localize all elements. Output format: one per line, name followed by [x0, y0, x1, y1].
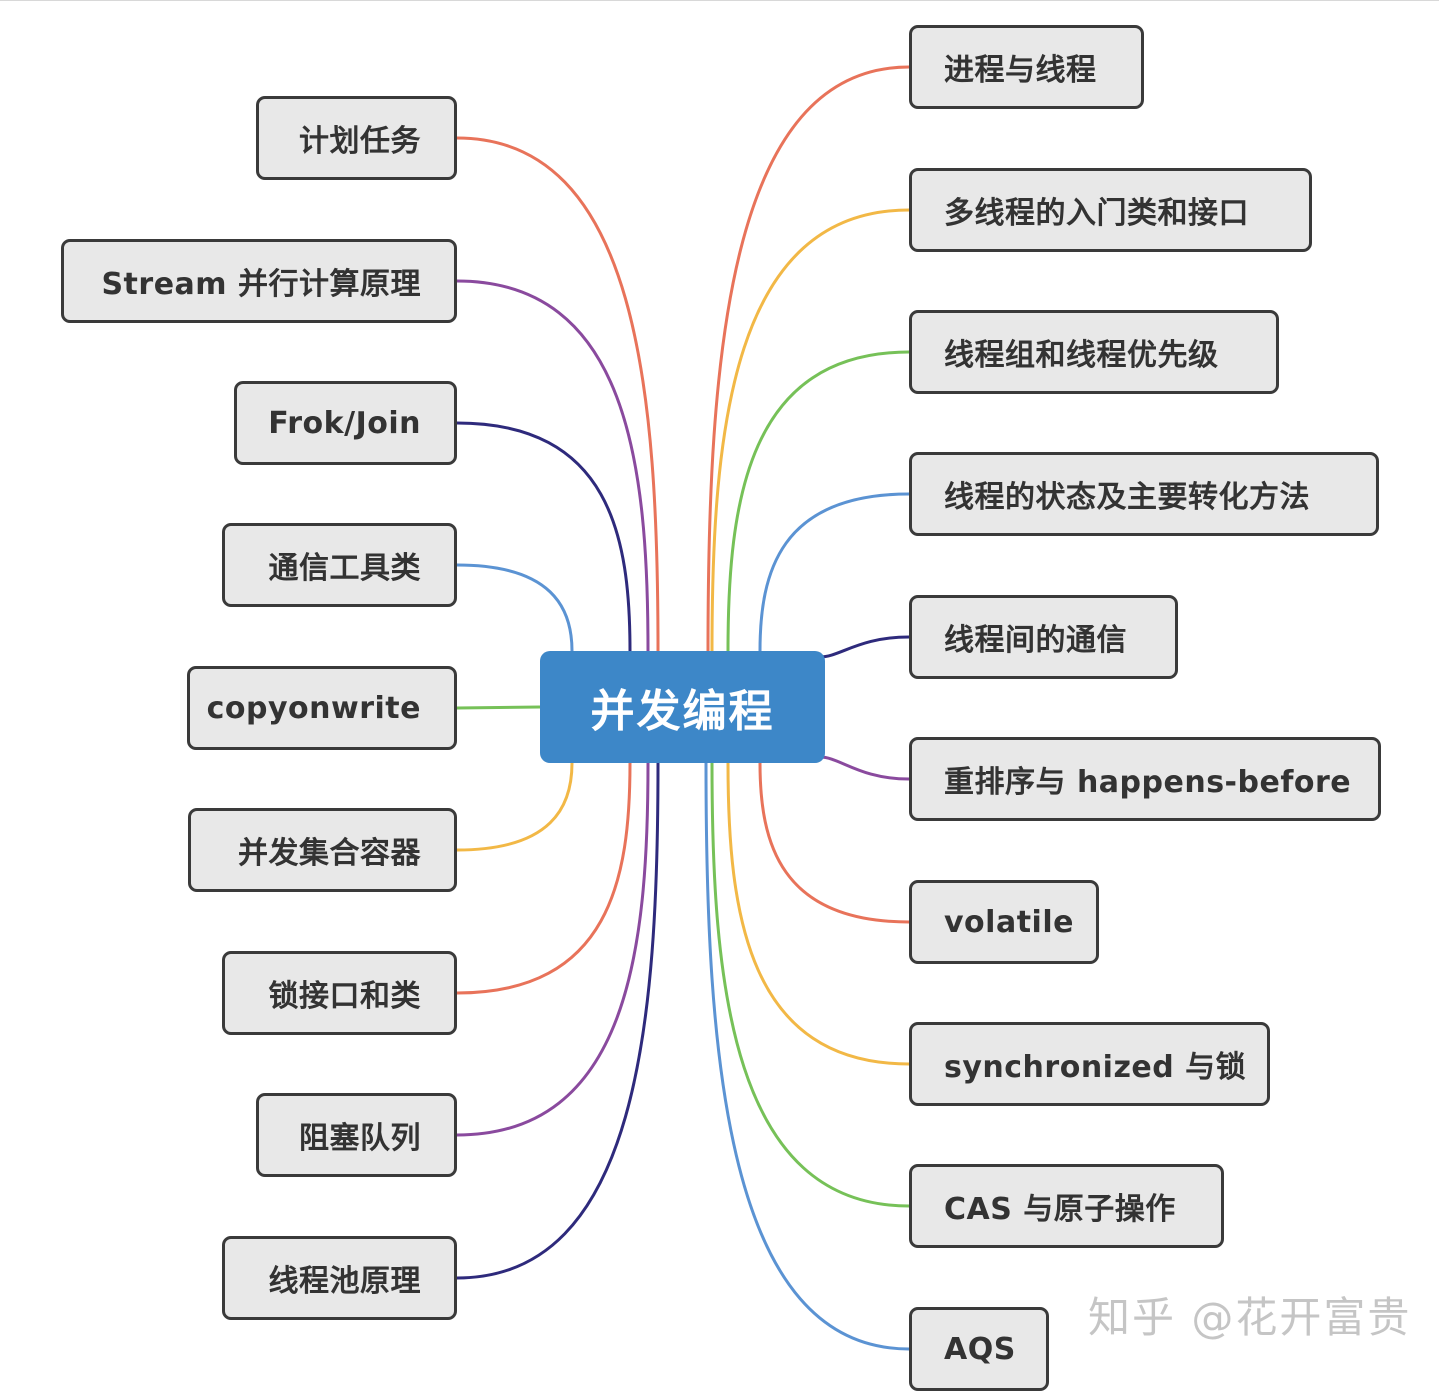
left-node-4[interactable]: 通信工具类 — [222, 523, 457, 607]
right-node-9-label: CAS 与原子操作 — [944, 1192, 1176, 1227]
left-node-3-label: Frok/Join — [268, 405, 421, 441]
left-node-6-label: 并发集合容器 — [238, 836, 421, 871]
left-node-2[interactable]: Stream 并行计算原理 — [61, 239, 457, 323]
right-node-1-label: 进程与线程 — [944, 53, 1097, 88]
left-node-9[interactable]: 线程池原理 — [222, 1236, 457, 1320]
right-connector-7 — [758, 762, 910, 924]
right-connector-3 — [726, 350, 910, 652]
left-node-3[interactable]: Frok/Join — [234, 381, 457, 465]
right-connector-4 — [758, 492, 910, 652]
left-node-4-label: 通信工具类 — [268, 551, 421, 586]
right-node-3-label: 线程组和线程优先级 — [944, 338, 1219, 373]
right-connector-2 — [710, 208, 910, 652]
right-node-5-label: 线程间的通信 — [944, 623, 1127, 658]
watermark: 知乎 @花开富贵 — [1088, 1293, 1412, 1342]
right-connector-9 — [710, 762, 910, 1208]
left-connector-7 — [456, 762, 632, 995]
left-node-6[interactable]: 并发集合容器 — [188, 808, 457, 892]
left-connector-2 — [456, 279, 650, 652]
right-node-5[interactable]: 线程间的通信 — [909, 595, 1178, 679]
left-node-9-label: 线程池原理 — [268, 1264, 421, 1299]
left-node-1-label: 计划任务 — [299, 124, 421, 159]
left-node-2-label: Stream 并行计算原理 — [101, 267, 421, 302]
right-connector-8 — [726, 762, 910, 1066]
left-connector-8 — [456, 762, 650, 1137]
right-node-6-label: 重排序与 happens-before — [944, 765, 1352, 800]
left-node-8-label: 阻塞队列 — [299, 1121, 421, 1156]
top-divider — [0, 0, 1439, 1]
right-connector-5 — [819, 635, 910, 659]
left-node-8[interactable]: 阻塞队列 — [256, 1093, 457, 1177]
right-node-8-label: synchronized 与锁 — [944, 1050, 1247, 1085]
left-node-7[interactable]: 锁接口和类 — [222, 951, 457, 1035]
right-connector-10 — [704, 762, 910, 1351]
right-node-8[interactable]: synchronized 与锁 — [909, 1022, 1270, 1106]
left-connector-4 — [456, 563, 574, 652]
right-node-4-label: 线程的状态及主要转化方法 — [944, 480, 1310, 515]
left-node-7-label: 锁接口和类 — [268, 979, 421, 1014]
central-topic-label: 并发编程 — [590, 686, 775, 737]
right-node-1[interactable]: 进程与线程 — [909, 25, 1144, 109]
right-node-2[interactable]: 多线程的入门类和接口 — [909, 168, 1312, 252]
right-node-10[interactable]: AQS — [909, 1307, 1049, 1391]
right-node-6[interactable]: 重排序与 happens-before — [909, 737, 1381, 821]
right-connector-1 — [706, 65, 910, 652]
left-connector-1 — [456, 136, 660, 652]
right-node-2-label: 多线程的入门类和接口 — [944, 196, 1249, 231]
left-connector-9 — [456, 762, 660, 1280]
right-node-9[interactable]: CAS 与原子操作 — [909, 1164, 1224, 1248]
right-node-4[interactable]: 线程的状态及主要转化方法 — [909, 452, 1379, 536]
right-connector-6 — [819, 755, 910, 781]
right-node-10-label: AQS — [944, 1331, 1016, 1367]
central-topic[interactable]: 并发编程 — [540, 651, 825, 763]
left-connector-3 — [456, 421, 632, 652]
left-node-5-label: copyonwrite — [206, 690, 421, 726]
right-node-3[interactable]: 线程组和线程优先级 — [909, 310, 1279, 394]
right-node-7-label: volatile — [944, 904, 1074, 940]
left-node-5[interactable]: copyonwrite — [187, 666, 457, 750]
left-connector-5 — [456, 705, 541, 710]
right-node-7[interactable]: volatile — [909, 880, 1099, 964]
left-connector-6 — [456, 762, 574, 852]
left-node-1[interactable]: 计划任务 — [256, 96, 457, 180]
